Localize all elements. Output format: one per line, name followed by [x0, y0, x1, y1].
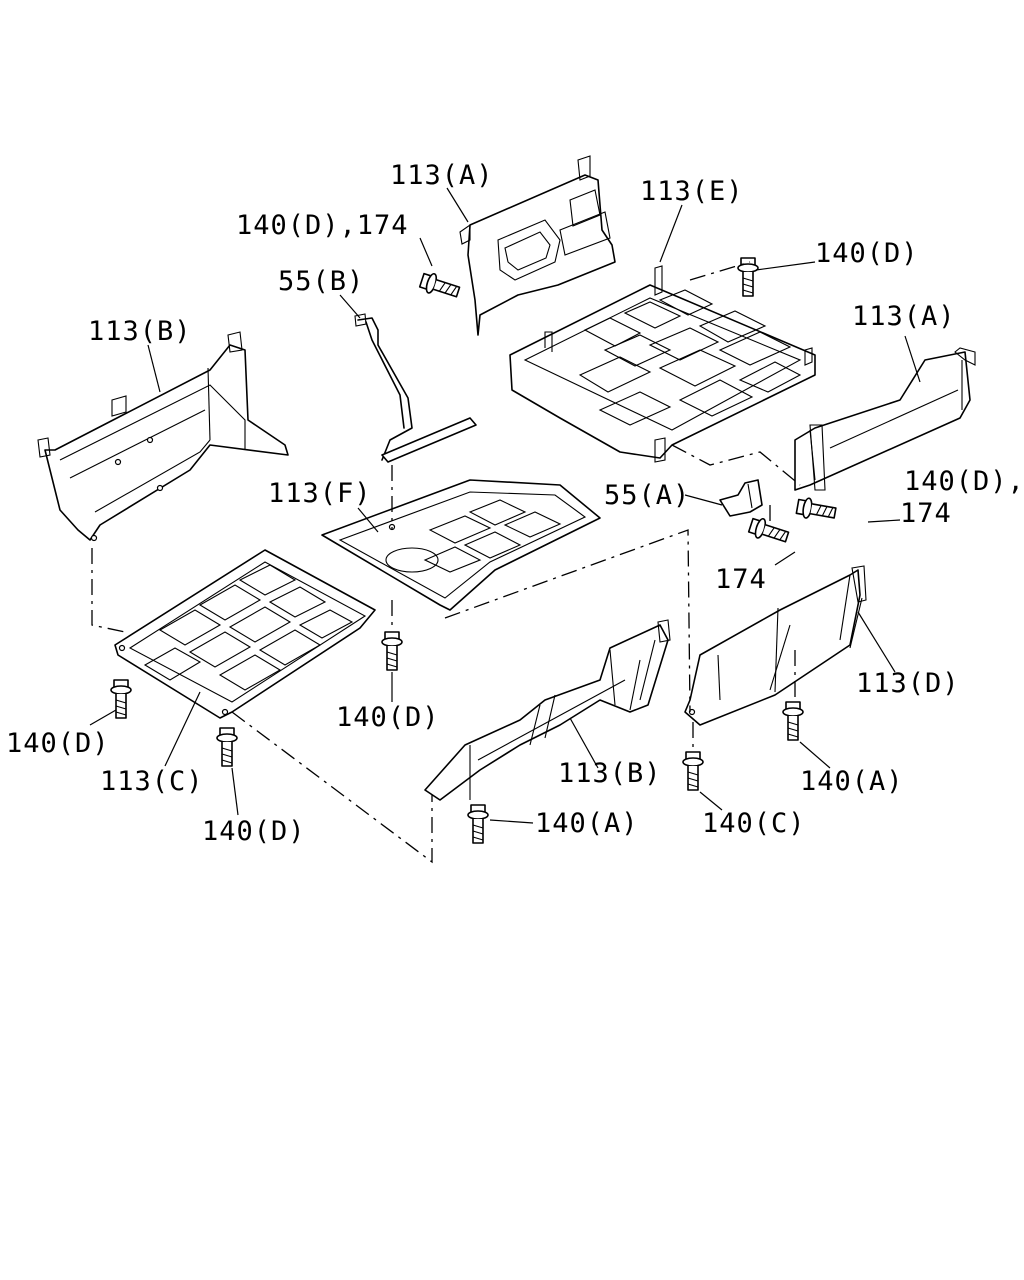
label-140d-left: 140(D)	[6, 728, 110, 759]
bolt-140d-left-icon	[110, 679, 132, 719]
label-174-mid: 174	[715, 564, 767, 595]
assembly-lines	[91, 261, 801, 864]
part-55a-bracket	[719, 479, 763, 517]
part-113a-side-rail	[794, 347, 976, 491]
part-113e-floor-frame	[509, 265, 816, 463]
callout-labels: 113(A) 113(E) 140(D),174 140(D) 55(B) 11…	[6, 160, 1024, 847]
bolt-174-mid-icon	[746, 514, 791, 548]
label-174-right: 174	[900, 498, 952, 529]
label-140d-center: 140(D)	[336, 702, 440, 733]
label-113d: 113(D)	[856, 668, 960, 699]
label-140d-bottom: 140(D)	[202, 816, 306, 847]
part-113b-left-channel	[37, 331, 289, 542]
label-55b: 55(B)	[278, 266, 364, 297]
label-113a-right: 113(A)	[852, 301, 956, 332]
label-113b-left: 113(B)	[88, 316, 192, 347]
label-140d-upper-right: 140(D)	[815, 238, 919, 269]
bolt-140a-right-icon	[782, 701, 804, 741]
label-113a-top: 113(A)	[390, 160, 494, 191]
leader-lines	[89, 187, 921, 824]
part-113b-lower-rail	[424, 619, 671, 801]
label-113b-bottom: 113(B)	[558, 758, 662, 789]
part-55b-bracket	[354, 313, 477, 463]
bolt-140d-174-right-icon	[795, 495, 838, 524]
label-140c: 140(C)	[702, 808, 806, 839]
part-113f-plate	[321, 479, 601, 611]
bolt-140a-bottom-icon	[467, 804, 489, 844]
label-113e: 113(E)	[640, 176, 744, 207]
part-113d-panel	[684, 565, 867, 726]
bolt-140d-bottom-icon	[216, 727, 238, 767]
label-113c: 113(C)	[100, 766, 204, 797]
label-140d-174-upper: 140(D),174	[236, 210, 409, 241]
bolt-140c-icon	[682, 751, 704, 791]
label-140d-comma: 140(D),	[904, 466, 1024, 497]
bolt-140d-174-upper-icon	[417, 269, 462, 303]
part-113a-upper-bracket	[459, 155, 616, 336]
label-55a: 55(A)	[604, 480, 690, 511]
label-113f: 113(F)	[268, 478, 372, 509]
bolt-140d-center-icon	[381, 631, 403, 671]
label-140a-bottom: 140(A)	[535, 808, 639, 839]
part-113c-grid-panel	[114, 549, 376, 719]
bolt-140d-upper-right-icon	[737, 257, 759, 297]
label-140a-right: 140(A)	[800, 766, 904, 797]
